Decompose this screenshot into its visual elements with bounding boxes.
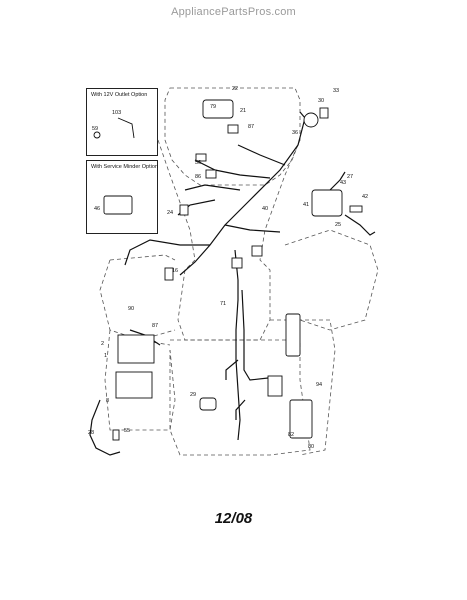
module-94 bbox=[289, 399, 313, 439]
callout-21: 21 bbox=[240, 108, 246, 114]
callout-86: 86 bbox=[195, 174, 201, 180]
callout-90-left: 90 bbox=[128, 306, 134, 312]
callout-8: 8 bbox=[106, 398, 109, 404]
outlet-option-title: With 12V Outlet Option bbox=[91, 92, 148, 98]
callout-1: 1 bbox=[104, 353, 107, 359]
callout-2: 2 bbox=[101, 341, 104, 347]
service-minder-title: With Service Minder Option bbox=[91, 164, 158, 170]
switch-right bbox=[267, 375, 283, 397]
callout-82: 82 bbox=[288, 432, 294, 438]
callout-16: 16 bbox=[172, 268, 178, 274]
callout-80: 80 bbox=[308, 444, 314, 450]
callout-labels: 22 79 21 87 33 30 36 27 43 42 41 25 40 2… bbox=[88, 86, 368, 450]
callout-29: 29 bbox=[190, 392, 196, 398]
callout-33: 33 bbox=[333, 88, 339, 94]
solenoid-25 bbox=[311, 189, 343, 217]
outlet-wire bbox=[117, 117, 135, 139]
callout-30: 30 bbox=[318, 98, 324, 104]
connector-right bbox=[251, 245, 263, 257]
callout-94: 94 bbox=[316, 382, 322, 388]
light-harness bbox=[202, 99, 234, 119]
switch-16 bbox=[164, 267, 174, 281]
callout-40: 40 bbox=[262, 206, 268, 212]
screw-55 bbox=[112, 429, 120, 441]
components bbox=[93, 99, 363, 441]
inset-callout-46: 46 bbox=[94, 206, 100, 212]
connector-top-71 bbox=[231, 257, 243, 269]
connector-86 bbox=[205, 169, 217, 179]
switch-30 bbox=[303, 112, 319, 128]
callout-55: 55 bbox=[124, 428, 130, 434]
connector-56 bbox=[195, 153, 207, 162]
callout-36: 36 bbox=[292, 130, 298, 136]
callout-24: 24 bbox=[167, 210, 173, 216]
callout-27: 27 bbox=[347, 174, 353, 180]
connector-87-top bbox=[227, 124, 239, 134]
callout-87: 87 bbox=[248, 124, 254, 130]
inset-callout-103: 103 bbox=[112, 110, 121, 116]
callout-22: 22 bbox=[232, 86, 238, 92]
callout-25: 25 bbox=[335, 222, 341, 228]
outlet-option-inset: With 12V Outlet Option bbox=[86, 88, 158, 156]
site-header: AppliancePartsPros.com bbox=[171, 6, 296, 18]
service-minder-46 bbox=[103, 195, 133, 215]
callout-87-battery: 87 bbox=[152, 323, 158, 329]
inset-callout-59: 59 bbox=[92, 126, 98, 132]
main-harness bbox=[89, 111, 376, 456]
fuse-holder bbox=[285, 313, 301, 357]
connector-24 bbox=[179, 204, 189, 216]
outlet-59 bbox=[93, 131, 101, 139]
callout-42: 42 bbox=[362, 194, 368, 200]
callout-28: 28 bbox=[88, 430, 94, 436]
connector-42 bbox=[349, 205, 363, 213]
callout-41: 41 bbox=[303, 202, 309, 208]
switch-33 bbox=[319, 107, 329, 119]
footer-date: 12/08 bbox=[214, 510, 253, 527]
callout-79: 79 bbox=[210, 104, 216, 110]
callout-43: 43 bbox=[340, 180, 346, 186]
callout-56: 56 bbox=[195, 160, 201, 166]
part-29 bbox=[199, 397, 217, 411]
battery-1 bbox=[117, 334, 155, 364]
callout-71: 71 bbox=[220, 301, 226, 307]
battery-box-8 bbox=[115, 371, 153, 399]
